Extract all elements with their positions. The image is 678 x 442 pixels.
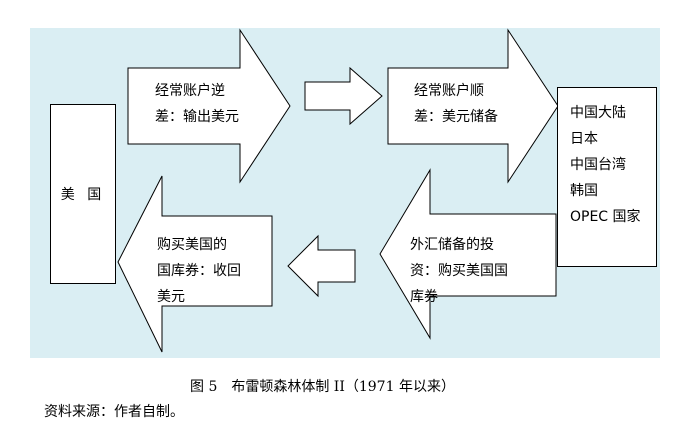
deficit-arrow-label: 经常账户逆 差：输出美元	[155, 78, 270, 130]
label-line: 外汇储备的投	[410, 237, 494, 253]
label-line: 库券	[410, 289, 438, 305]
label-line: 差：美元储备	[414, 109, 498, 125]
label-line: 购买美国的	[157, 237, 227, 253]
label-line: 资：购买美国国	[410, 263, 508, 279]
investment-arrow	[379, 168, 557, 340]
source-note: 资料来源：作者自制。	[44, 404, 184, 420]
buy-treasury-arrow	[117, 175, 273, 353]
country-item: 中国大陆	[570, 105, 626, 121]
label-line: 国库券：收回	[157, 263, 241, 279]
figure-caption: 图 5 布雷顿森林体制 II（1971 年以来）	[190, 379, 455, 395]
country-item: 韩国	[570, 183, 598, 199]
label-line: 美元	[157, 289, 185, 305]
small-left-arrow	[287, 234, 356, 298]
surplus-countries-box: 中国大陆 日本 中国台湾 韩国 OPEC 国家	[557, 87, 657, 267]
label-line: 差：输出美元	[155, 109, 239, 125]
label-line: 经常账户顺	[414, 83, 484, 99]
country-item: 中国台湾	[570, 157, 626, 173]
deficit-arrow	[127, 28, 291, 184]
usa-box: 美 国	[50, 104, 116, 284]
investment-arrow-label: 外汇储备的投 资：购买美国国 库券	[410, 232, 540, 310]
surplus-arrow-label: 经常账户顺 差：美元储备	[414, 78, 524, 130]
usa-label: 美 国	[60, 187, 106, 203]
country-item: OPEC 国家	[570, 209, 641, 225]
surplus-arrow	[387, 28, 559, 184]
country-item: 日本	[570, 131, 598, 147]
label-line: 经常账户逆	[155, 83, 225, 99]
small-right-arrow	[304, 66, 383, 126]
buy-treasury-arrow-label: 购买美国的 国库券：收回 美元	[157, 232, 267, 310]
